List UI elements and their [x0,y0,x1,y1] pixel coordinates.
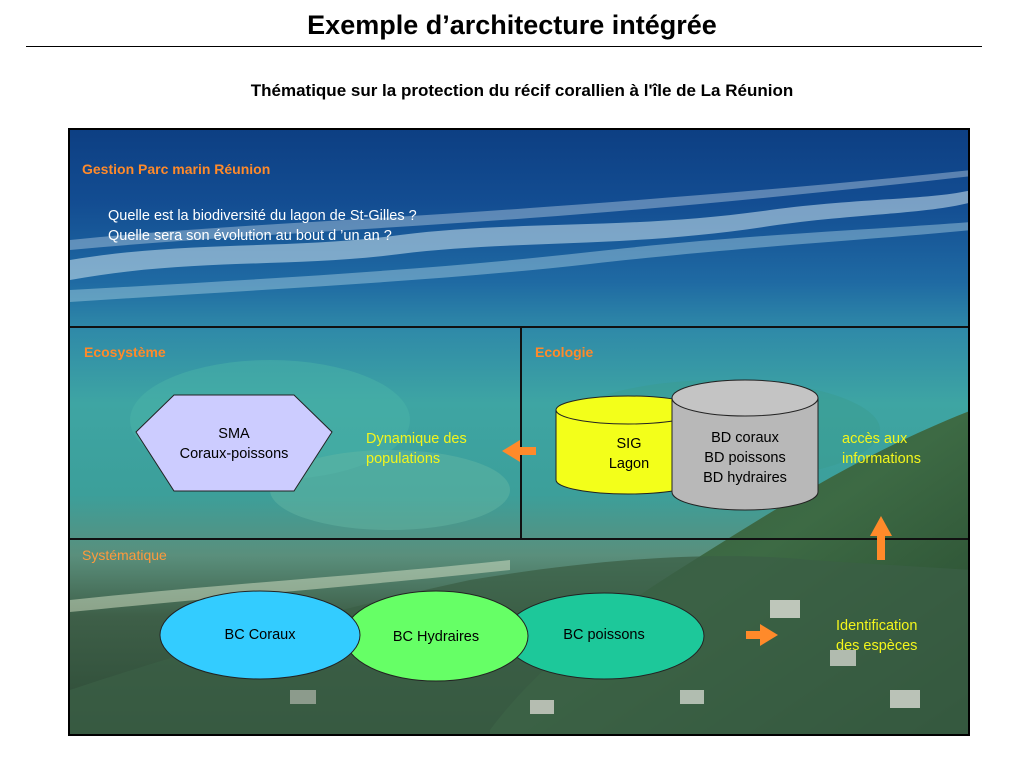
identification-note: Identification des espèces [836,616,917,656]
sma-label: SMA Coraux-poissons [136,424,332,464]
sma-line1: SMA [218,426,250,442]
title-divider [26,46,982,47]
sig-line2: Lagon [608,456,650,472]
sig-label: SIG Lagon [584,434,674,474]
arrow-right-icon [746,624,778,646]
bc-hydraires-label: BC Hydraires [392,629,480,645]
divider-top [70,326,968,328]
bd-label: BD coraux BD poissons BD hydraires [672,428,818,488]
bd-cylinder [671,379,819,511]
sma-line2: Coraux-poissons [179,446,289,462]
identification-note-line2: des espèces [836,638,918,654]
arrow-up-icon [870,516,892,560]
divider-bottom [70,538,968,540]
bc-coraux-ellipse [159,590,361,680]
divider-middle-vertical [520,326,522,540]
access-note: accès aux informations [842,429,921,469]
diagram-shapes [135,379,892,682]
bc-poissons-label: BC poissons [563,627,645,643]
bc-coraux-label: BC Coraux [224,627,296,643]
panel-heading-ecologie: Ecologie [535,344,594,360]
question-biodiversity: Quelle est la biodiversité du lagon de S… [108,208,417,224]
arrow-left-icon [502,440,536,462]
panel-heading-ecosysteme: Ecosystème [84,344,166,360]
architecture-diagram: Gestion Parc marin Réunion Quelle est la… [68,128,970,736]
page-subtitle: Thématique sur la protection du récif co… [250,81,794,100]
panel-heading-gestion: Gestion Parc marin Réunion [82,161,271,177]
access-note-line2: informations [842,451,921,467]
sig-line1: SIG [616,436,642,452]
bd-line1: BD coraux [711,430,779,446]
dynamics-note-line2: populations [366,451,441,467]
page-title: Exemple d’architecture intégrée [307,10,717,40]
bd-line3: BD hydraires [703,470,787,486]
access-note-line1: accès aux [842,431,908,447]
dynamics-note-line1: Dynamique des [366,431,467,447]
panel-heading-systematique: Systématique [82,547,167,563]
sma-hexagon [135,394,333,492]
dynamics-note: Dynamique des populations [366,429,467,469]
bd-line2: BD poissons [704,450,786,466]
question-evolution: Quelle sera son évolution au bout d ’un … [108,228,392,244]
identification-note-line1: Identification [836,618,918,634]
